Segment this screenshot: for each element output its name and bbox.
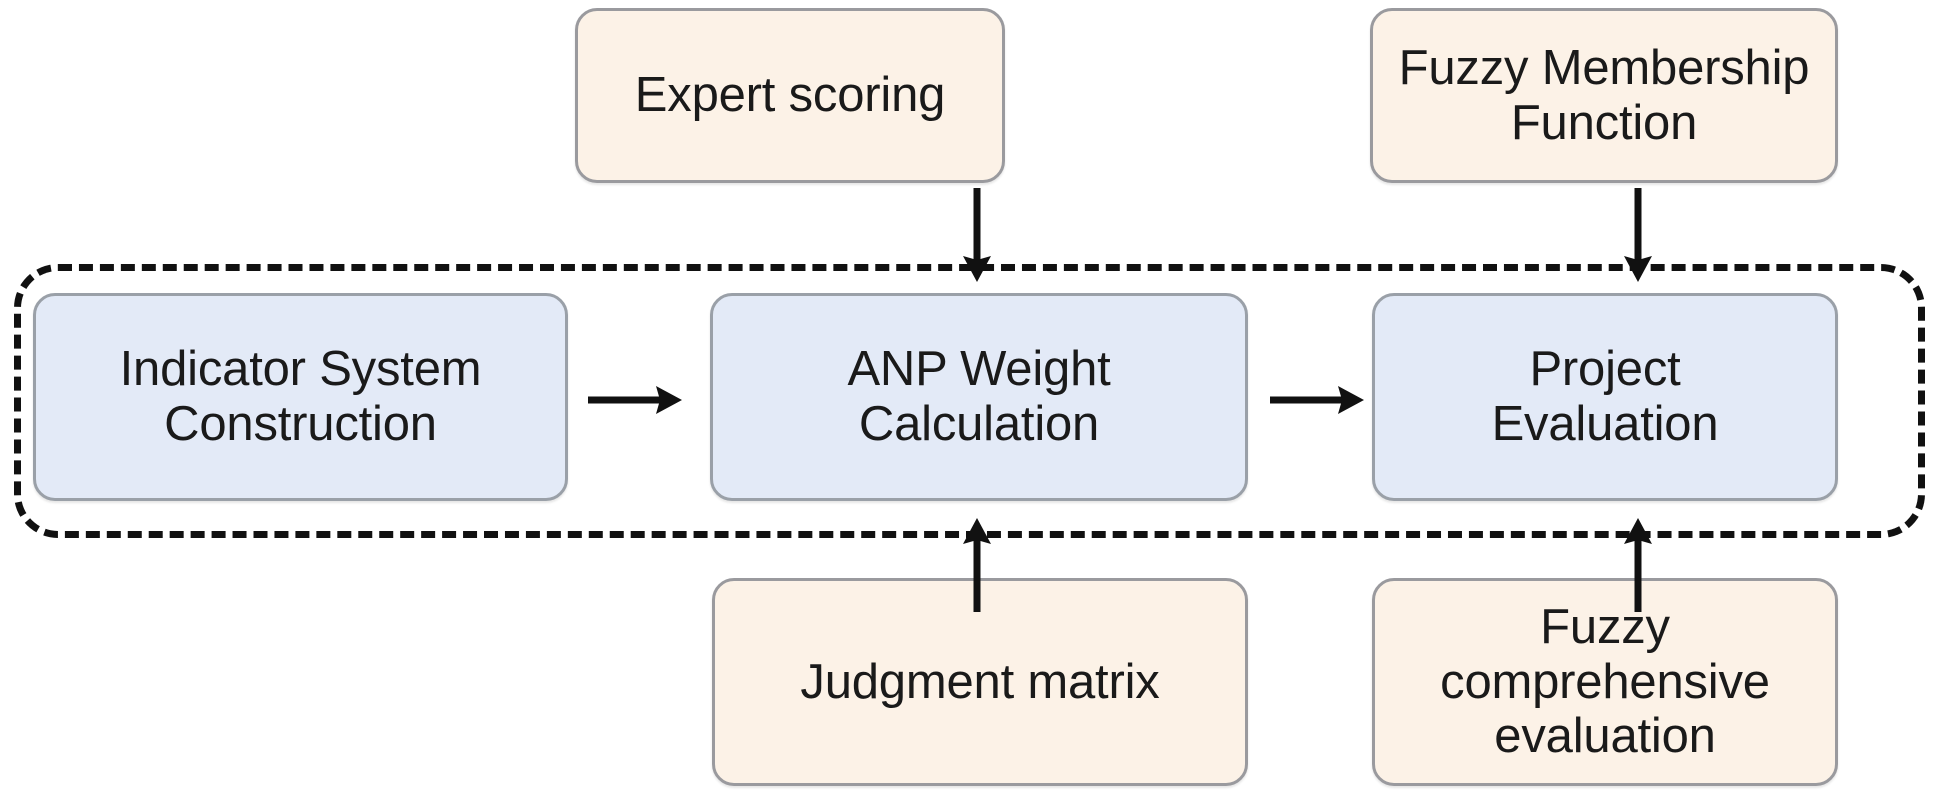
node-fuzzy-comprehensive-evaluation-label: Fuzzy comprehensive evaluation — [1440, 599, 1770, 764]
node-judgment-matrix[interactable]: Judgment matrix — [712, 578, 1248, 786]
node-project-evaluation-label: Project Evaluation — [1491, 342, 1719, 451]
node-project-evaluation[interactable]: Project Evaluation — [1372, 293, 1838, 501]
node-indicator-system-construction-label: Indicator System Construction — [119, 342, 482, 451]
arrow-down-expert-scoring-to-anp-icon — [955, 186, 999, 286]
node-anp-weight-calculation[interactable]: ANP Weight Calculation — [710, 293, 1248, 501]
arrow-right-anp-to-project-icon — [1268, 378, 1368, 422]
arrow-right-indicator-to-anp-icon — [586, 378, 686, 422]
node-indicator-system-construction[interactable]: Indicator System Construction — [33, 293, 568, 501]
arrow-down-fuzzy-membership-to-project-icon — [1616, 186, 1660, 286]
arrow-up-judgment-matrix-to-anp-icon — [955, 514, 999, 614]
node-anp-weight-calculation-label: ANP Weight Calculation — [847, 342, 1111, 451]
node-fuzzy-membership-function[interactable]: Fuzzy Membership Function — [1370, 8, 1838, 183]
node-fuzzy-membership-function-label: Fuzzy Membership Function — [1398, 40, 1810, 150]
node-fuzzy-comprehensive-evaluation[interactable]: Fuzzy comprehensive evaluation — [1372, 578, 1838, 786]
node-expert-scoring-label: Expert scoring — [634, 68, 946, 123]
node-judgment-matrix-label: Judgment matrix — [800, 654, 1160, 709]
node-expert-scoring[interactable]: Expert scoring — [575, 8, 1005, 183]
arrow-up-fuzzy-comprehensive-evaluation-to-project-icon — [1616, 514, 1660, 614]
